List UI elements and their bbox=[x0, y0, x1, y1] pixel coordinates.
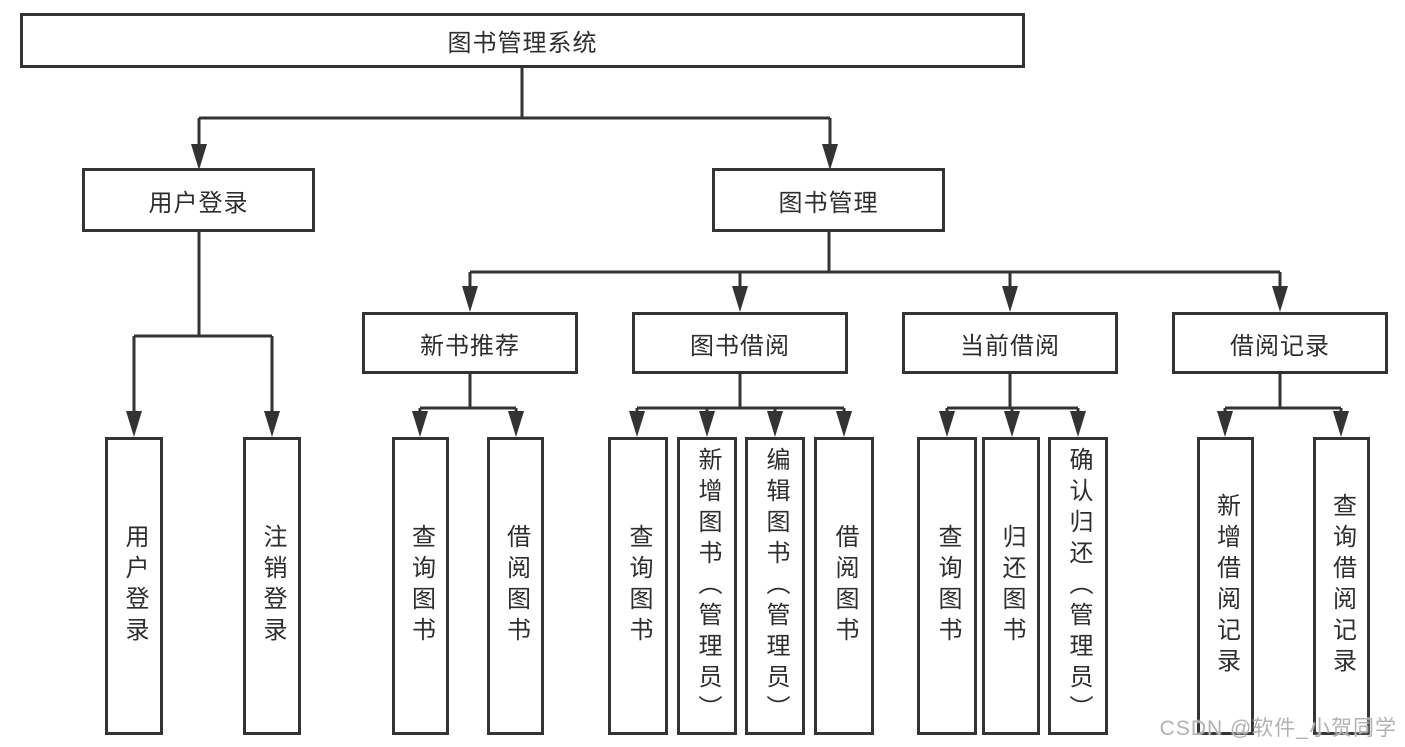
leaf-return-books: 归还图书 bbox=[982, 437, 1040, 735]
node-book-borrowing: 图书借阅 bbox=[632, 312, 848, 374]
leaf-label: 借阅图书 bbox=[831, 524, 858, 648]
leaf-query-books: 查询图书 bbox=[392, 437, 449, 735]
leaf-query-books: 查询图书 bbox=[608, 437, 668, 735]
node-current-borrowing: 当前借阅 bbox=[902, 312, 1118, 374]
leaf-edit-books-admin: 编辑图书（管理员） bbox=[745, 437, 805, 735]
leaf-label: 查询图书 bbox=[407, 524, 435, 648]
leaf-label: 用户登录 bbox=[121, 524, 148, 648]
leaf-label: 确认归还（管理员） bbox=[1065, 446, 1092, 726]
leaf-label: 查询图书 bbox=[934, 524, 961, 648]
leaf-label: 新增借阅记录 bbox=[1212, 493, 1240, 679]
leaf-user-login: 用户登录 bbox=[105, 437, 163, 735]
leaf-label: 归还图书 bbox=[998, 524, 1025, 648]
leaf-label: 编辑图书（管理员） bbox=[762, 446, 789, 726]
node-new-book-recommendation: 新书推荐 bbox=[362, 312, 578, 374]
node-user-login: 用户登录 bbox=[82, 168, 315, 232]
leaf-label: 查询图书 bbox=[625, 524, 652, 648]
node-book-management: 图书管理 bbox=[712, 168, 945, 232]
leaf-label: 查询借阅记录 bbox=[1328, 493, 1356, 679]
leaf-label: 新增图书（管理员） bbox=[694, 446, 721, 726]
leaf-label: 注销登录 bbox=[259, 524, 286, 648]
leaf-query-borrow-record: 查询借阅记录 bbox=[1313, 437, 1370, 735]
leaf-add-books-admin: 新增图书（管理员） bbox=[677, 437, 737, 735]
leaf-label: 借阅图书 bbox=[502, 524, 530, 648]
leaf-borrow-books: 借阅图书 bbox=[814, 437, 874, 735]
leaf-query-books: 查询图书 bbox=[917, 437, 977, 735]
arrowheads bbox=[126, 144, 1349, 437]
leaf-confirm-return-admin: 确认归还（管理员） bbox=[1048, 437, 1108, 735]
leaf-add-borrow-record: 新增借阅记录 bbox=[1197, 437, 1254, 735]
node-borrowing-records: 借阅记录 bbox=[1172, 312, 1388, 374]
csdn-watermark: CSDN @软件_小贺同学 bbox=[1159, 717, 1397, 740]
node-library-management-system: 图书管理系统 bbox=[20, 13, 1025, 68]
leaf-borrow-books: 借阅图书 bbox=[487, 437, 544, 735]
leaf-logout: 注销登录 bbox=[243, 437, 301, 735]
